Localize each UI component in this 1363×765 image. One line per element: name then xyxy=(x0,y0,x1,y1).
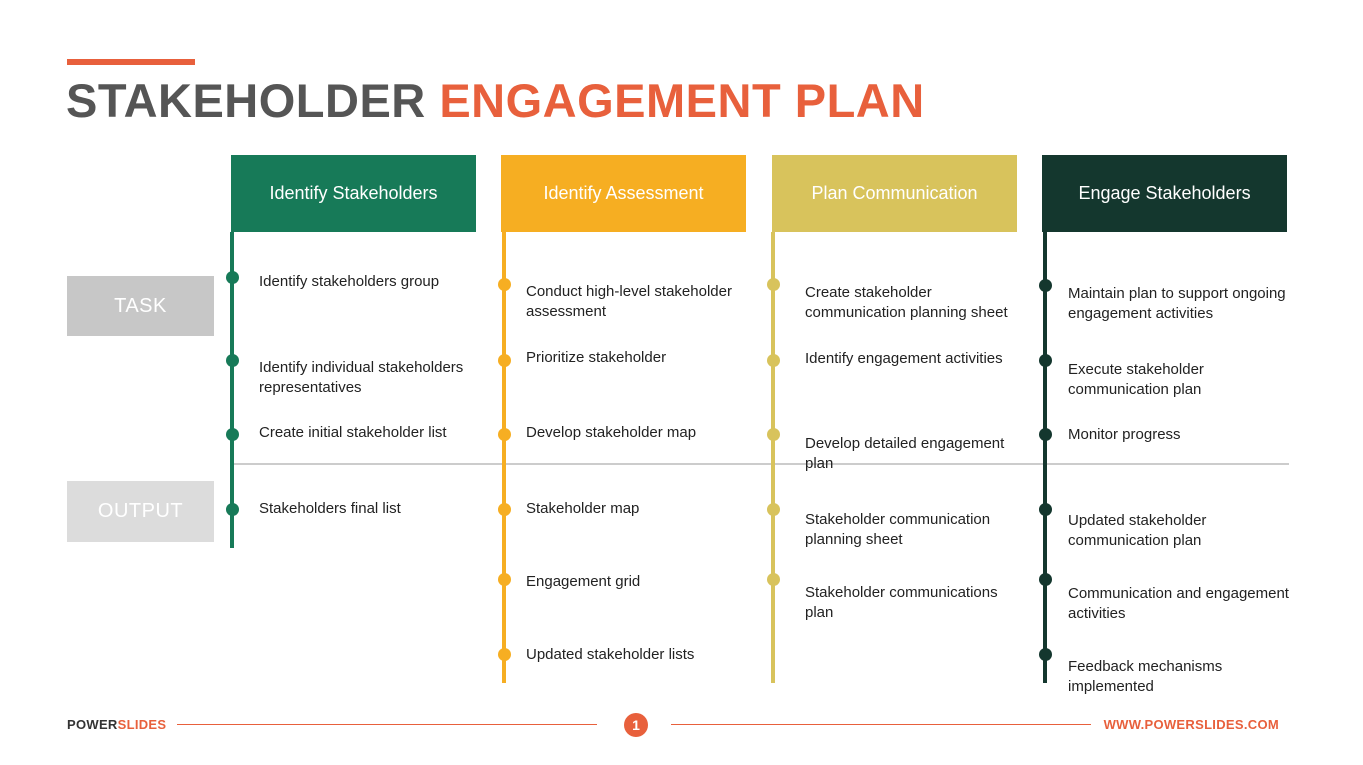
output-item: Stakeholder communications plan xyxy=(805,584,998,621)
timeline-dot xyxy=(766,502,780,516)
timeline-dot xyxy=(1038,278,1052,292)
timeline-dot xyxy=(766,572,780,586)
output-item: Stakeholders final list xyxy=(259,500,401,517)
task-item: Monitor progress xyxy=(1068,426,1181,443)
task-item: Create initial stakeholder list xyxy=(259,424,447,441)
timeline-dot xyxy=(225,270,239,284)
task-item: Maintain plan to support ongoing engagem… xyxy=(1068,285,1286,322)
row-label-output: OUTPUT xyxy=(67,481,214,542)
timeline-line-2 xyxy=(502,232,506,683)
footer-brand-part-2: SLIDES xyxy=(117,717,167,732)
timeline-dot xyxy=(497,572,511,586)
task-item: Identify individual stakeholders represe… xyxy=(259,359,464,396)
page-number: 1 xyxy=(624,713,648,737)
column-header-2: Identify Assessment xyxy=(501,155,746,232)
timeline-dot xyxy=(766,277,780,291)
output-item: Engagement grid xyxy=(526,573,641,590)
output-item: Feedback mechanisms implemented xyxy=(1068,658,1223,695)
title-part-2: ENGAGEMENT PLAN xyxy=(439,74,925,127)
footer-brand-part-1: POWER xyxy=(67,717,118,732)
timeline-dot xyxy=(225,502,239,516)
timeline-dot xyxy=(1038,353,1052,367)
timeline-dot xyxy=(497,277,511,291)
task-item: Identify engagement activities xyxy=(805,350,1003,367)
column-header-4: Engage Stakeholders xyxy=(1042,155,1287,232)
output-item: Updated stakeholder communication plan xyxy=(1068,512,1207,549)
timeline-dot xyxy=(497,353,511,367)
output-item: Updated stakeholder lists xyxy=(526,646,695,663)
output-item: Stakeholder map xyxy=(526,500,640,517)
output-item: Stakeholder communication planning sheet xyxy=(805,511,991,548)
task-item: Develop detailed engagement plan xyxy=(805,435,1005,472)
timeline-dot xyxy=(766,353,780,367)
column-header-3: Plan Communication xyxy=(772,155,1017,232)
timeline-line-3 xyxy=(771,232,775,683)
title-part-1: STAKEHOLDER xyxy=(66,74,426,127)
task-output-divider xyxy=(233,463,1289,465)
task-item: Execute stakeholder communication plan xyxy=(1068,361,1204,398)
timeline-dot xyxy=(1038,572,1052,586)
page-title: STAKEHOLDER ENGAGEMENT PLAN xyxy=(66,73,925,129)
footer-line-left xyxy=(177,724,597,725)
footer-line-right xyxy=(671,724,1091,725)
footer-url[interactable]: WWW.POWERSLIDES.COM xyxy=(1103,717,1279,732)
timeline-dot xyxy=(497,647,511,661)
task-item: Conduct high-level stakeholder assessmen… xyxy=(526,283,732,320)
task-item: Prioritize stakeholder xyxy=(526,349,667,366)
timeline-line-4 xyxy=(1043,232,1047,683)
timeline-dot xyxy=(766,427,780,441)
timeline-dot xyxy=(1038,427,1052,441)
task-item: Develop stakeholder map xyxy=(526,424,697,441)
timeline-dot xyxy=(225,353,239,367)
timeline-dot xyxy=(497,427,511,441)
output-item: Communication and engagement activities xyxy=(1068,585,1289,622)
timeline-dot xyxy=(1038,647,1052,661)
column-header-1: Identify Stakeholders xyxy=(231,155,476,232)
row-label-task: TASK xyxy=(67,276,214,336)
task-item: Create stakeholder communication plannin… xyxy=(805,284,1008,321)
timeline-dot xyxy=(1038,502,1052,516)
task-item: Identify stakeholders group xyxy=(259,273,440,290)
footer-brand: POWERSLIDES xyxy=(67,717,166,732)
timeline-dot xyxy=(497,502,511,516)
timeline-dot xyxy=(225,427,239,441)
timeline-line-1 xyxy=(230,232,234,548)
title-accent-bar xyxy=(67,59,195,65)
